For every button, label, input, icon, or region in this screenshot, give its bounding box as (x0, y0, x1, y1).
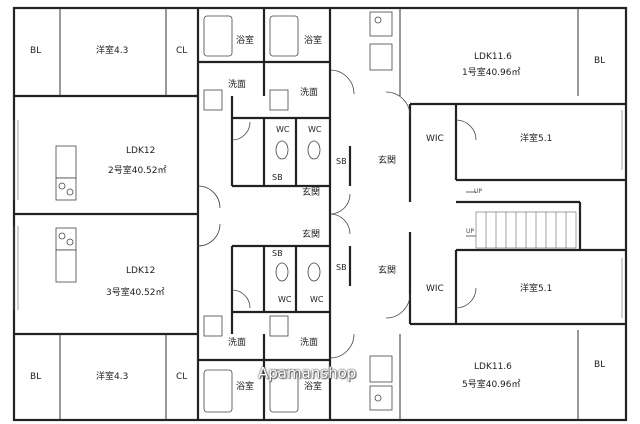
door-swing (385, 293, 411, 319)
door-swing (231, 289, 251, 309)
stair-up-label: UP (474, 188, 483, 195)
bathtub (203, 15, 233, 57)
door-swing (197, 223, 221, 247)
bath-label: 浴室 (304, 36, 323, 46)
door-swing (329, 193, 351, 215)
stairs (466, 191, 577, 249)
door-swing (455, 287, 477, 309)
burner (66, 188, 74, 196)
washbasin (203, 89, 223, 111)
bath-label: 浴室 (236, 382, 255, 392)
stove-1 (369, 11, 393, 37)
bath-label: 浴室 (236, 36, 255, 46)
burner (58, 232, 66, 240)
unit5-bl-label: BL (594, 360, 606, 370)
unit1-ldk-label: LDK11.6 (474, 52, 512, 62)
washbasin (203, 315, 223, 337)
washbasin (269, 89, 289, 111)
apamanshop-watermark: Apamanshop (258, 364, 357, 382)
kitchen-sink-3 (55, 249, 77, 283)
washroom-label: 洗面 (228, 338, 247, 348)
kitchen-sink-5 (369, 355, 393, 383)
wic-label: WIC (426, 284, 444, 294)
bathtub (203, 369, 233, 413)
unit4-bl-label: BL (30, 372, 42, 382)
toilet (275, 140, 289, 160)
stair-up-label: UP (466, 228, 475, 235)
washroom-label: 洗面 (300, 338, 319, 348)
washroom-label: 洗面 (228, 80, 247, 90)
entrance-label: 玄関 (302, 188, 321, 198)
unit1-bedroom-label: 洋室4.3 (96, 46, 129, 56)
sb-label: SB (272, 249, 283, 258)
unit3-area-label: 3号室40.52㎡ (106, 288, 165, 298)
washroom-label: 洗面 (300, 88, 319, 98)
wc-label: WC (278, 295, 292, 304)
bathtub (269, 15, 299, 57)
door-swing (329, 213, 351, 235)
unit2-ldk-label: LDK12 (126, 146, 156, 156)
wc-label: WC (308, 125, 322, 134)
unit1-cl-label: CL (176, 46, 188, 56)
burner (58, 182, 66, 190)
unit3-ldk-label: LDK12 (126, 266, 156, 276)
door-swing (385, 91, 411, 117)
unit4-cl-label: CL (176, 372, 188, 382)
bathtub (269, 369, 299, 413)
bedroom-label: 洋室5.1 (520, 134, 553, 144)
toilet (275, 262, 289, 282)
kitchen-sink-1 (369, 43, 393, 71)
kitchen-sink-2 (55, 145, 77, 179)
unit5-area-label: 5号室40.96㎡ (462, 380, 521, 390)
door-swing (231, 121, 251, 141)
wc-label: WC (310, 295, 324, 304)
door-swing (455, 119, 477, 141)
toilet (307, 262, 321, 282)
windows (13, 110, 623, 318)
sb-label: SB (272, 173, 283, 182)
bath-fixtures (203, 15, 321, 413)
doors (197, 69, 477, 359)
unit1-area-label: 1号室40.96㎡ (462, 68, 521, 78)
unit5-ldk-label: LDK11.6 (474, 362, 512, 372)
wc-label: WC (276, 125, 290, 134)
unit1-bl-label: BL (30, 46, 42, 56)
walls (12, 6, 628, 422)
entrance-label: 玄関 (378, 156, 397, 166)
sb-label: SB (336, 157, 347, 166)
bedroom-label: 洋室5.1 (520, 284, 553, 294)
burner (374, 394, 382, 402)
sb-label: SB (336, 263, 347, 272)
door-swing (197, 185, 221, 209)
burner (66, 238, 74, 246)
entrance-label: 玄関 (378, 266, 397, 276)
door-swing (329, 333, 355, 359)
toilet (307, 140, 321, 160)
bath-label: 浴室 (304, 382, 323, 392)
kitchen-fixtures (55, 11, 393, 411)
stove-2 (55, 177, 77, 201)
door-swing (329, 69, 355, 95)
unit2-area-label: 2号室40.52㎡ (108, 166, 167, 176)
entrance-label: 玄関 (302, 230, 321, 240)
burner (374, 16, 382, 24)
wic-label: WIC (426, 134, 444, 144)
stove-3 (55, 227, 77, 251)
unit1-bl-label-right: BL (594, 56, 606, 66)
washbasin (269, 315, 289, 337)
unit4-bedroom-label: 洋室4.3 (96, 372, 129, 382)
